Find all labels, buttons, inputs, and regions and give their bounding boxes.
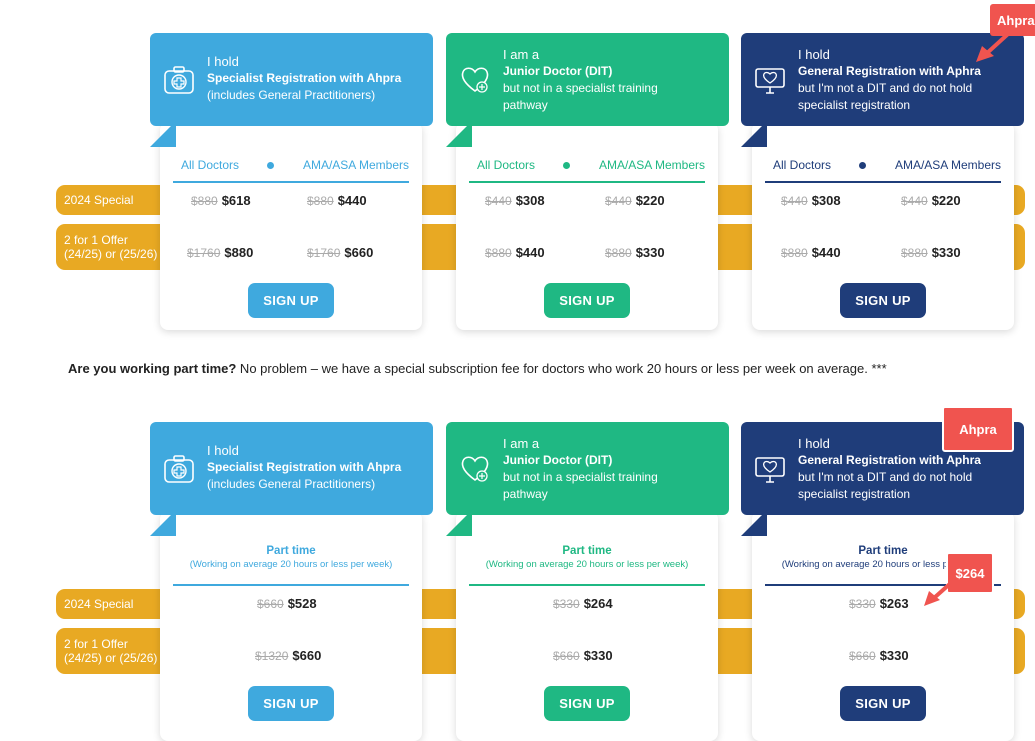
tab-underline (469, 584, 705, 586)
medical-bag-icon (164, 455, 194, 483)
tab-underline (173, 584, 409, 586)
card-specialist-part-time: Part time(Working on average 20 hours or… (160, 511, 422, 741)
header-line-1: I am a (503, 47, 540, 62)
header-sub: (includes General Practitioners) (207, 477, 376, 491)
annotation-label: Ahpra (942, 406, 1014, 452)
monitor-heart-icon (755, 68, 785, 94)
annotation-label: $264 (946, 552, 994, 594)
annotation-arrow-icon (976, 32, 1010, 62)
price-offer-member: $880$330 (605, 245, 665, 260)
price-special-all: $880$618 (191, 193, 251, 208)
heart-hand-icon (461, 456, 489, 482)
header-sub-2: pathway (503, 98, 548, 112)
header-sub: but I'm not a DIT and do not hold (798, 81, 973, 95)
signup-button[interactable]: SIGN UP (544, 686, 630, 721)
row-label: 2024 Special (64, 193, 134, 207)
price-special-member: $440$220 (901, 193, 961, 208)
tab-dot (563, 161, 571, 169)
header-sub-2: specialist registration (798, 98, 911, 112)
part-time-label: Part time(Working on average 20 hours or… (189, 545, 393, 570)
signup-button[interactable]: SIGN UP (248, 283, 334, 318)
header-title: Specialist Registration with Ahpra (207, 460, 402, 474)
price-offer: $660$330 (553, 648, 613, 663)
price-tabs: All Doctors AMA/ASA Members (173, 150, 409, 180)
annotation-label: Ahpra (990, 4, 1035, 36)
monitor-heart-icon (755, 457, 785, 483)
header-sub: but not in a specialist training (503, 470, 658, 484)
price-offer-all: $880$440 (781, 245, 841, 260)
header-line-1: I am a (503, 436, 540, 451)
header-sub: but not in a specialist training (503, 81, 658, 95)
price-offer-member: $880$330 (901, 245, 961, 260)
header-line-1: I hold (207, 54, 239, 69)
price-offer: $1320$660 (255, 648, 322, 663)
price-offer-all: $1760$880 (187, 245, 254, 260)
tab-dot (859, 161, 867, 169)
signup-button[interactable]: SIGN UP (544, 283, 630, 318)
card-general-registration-part-time: Part time(Working on average 20 hours or… (752, 511, 1014, 741)
price-special: $330$264 (553, 596, 613, 611)
annotation-arrow-icon (924, 580, 954, 606)
medical-bag-icon (164, 66, 194, 94)
card-junior-doctor-part-time: Part time(Working on average 20 hours or… (456, 511, 718, 741)
header-title: Junior Doctor (DIT) (503, 64, 613, 78)
price-special-member: $440$220 (605, 193, 665, 208)
tab-members[interactable]: AMA/ASA Members (894, 158, 1001, 172)
header-line-1: I hold (798, 436, 830, 451)
tab-members[interactable]: AMA/ASA Members (302, 158, 409, 172)
header-sub: (includes General Practitioners) (207, 88, 376, 102)
header-title: General Registration with Aphra (798, 64, 981, 78)
price-offer: $660$330 (849, 648, 909, 663)
tab-dot (267, 161, 275, 169)
header-title: General Registration with Aphra (798, 453, 981, 467)
price-special-member: $880$440 (307, 193, 367, 208)
price-tabs: All Doctors AMA/ASA Members (469, 150, 705, 180)
header-sub-2: pathway (503, 487, 548, 501)
header-sub: but I'm not a DIT and do not hold (798, 470, 973, 484)
header-line-1: I hold (207, 443, 239, 458)
price-offer-all: $880$440 (485, 245, 545, 260)
tab-underline (469, 181, 705, 183)
row-label: 2 for 1 Offer(24/25) or (25/26) (64, 637, 158, 665)
row-label: 2 for 1 Offer(24/25) or (25/26) (64, 233, 158, 261)
row-label: 2024 Special (64, 597, 134, 611)
part-time-note: Are you working part time? No problem – … (68, 361, 887, 376)
tab-underline (765, 584, 1001, 586)
tab-underline (765, 181, 1001, 183)
price-special: $660$528 (257, 596, 317, 611)
card-junior-doctor: All Doctors AMA/ASA Members $440$308 $44… (456, 122, 718, 330)
tab-underline (173, 181, 409, 183)
card-header-junior-doctor: I am a Junior Doctor (DIT) but not in a sp… (446, 422, 729, 536)
price-special-all: $440$308 (485, 193, 545, 208)
price-special-all: $440$308 (781, 193, 841, 208)
tab-all-doctors[interactable]: All Doctors (181, 158, 240, 172)
card-general-registration: All Doctors AMA/ASA Members $440$308 $44… (752, 122, 1014, 330)
part-time-label: Part time(Working on average 20 hours or… (485, 545, 689, 570)
tab-all-doctors[interactable]: All Doctors (477, 158, 536, 172)
tab-all-doctors[interactable]: All Doctors (773, 158, 832, 172)
tab-members[interactable]: AMA/ASA Members (598, 158, 705, 172)
part-time-label: Part time(Working on average 20 hours or… (781, 545, 985, 570)
heart-hand-icon (461, 67, 489, 93)
header-title: Specialist Registration with Ahpra (207, 71, 402, 85)
signup-button[interactable]: SIGN UP (840, 283, 926, 318)
signup-button[interactable]: SIGN UP (840, 686, 926, 721)
price-special: $330$263 (849, 596, 909, 611)
header-line-1: I hold (798, 47, 830, 62)
card-header-junior-doctor: I am a Junior Doctor (DIT) but not in a sp… (446, 33, 729, 147)
price-tabs: All Doctors AMA/ASA Members (765, 150, 1001, 180)
price-offer-member: $1760$660 (307, 245, 374, 260)
header-sub-2: specialist registration (798, 487, 911, 501)
card-specialist: All Doctors AMA/ASA Members $880$618 $88… (160, 122, 422, 330)
header-title: Junior Doctor (DIT) (503, 453, 613, 467)
signup-button[interactable]: SIGN UP (248, 686, 334, 721)
